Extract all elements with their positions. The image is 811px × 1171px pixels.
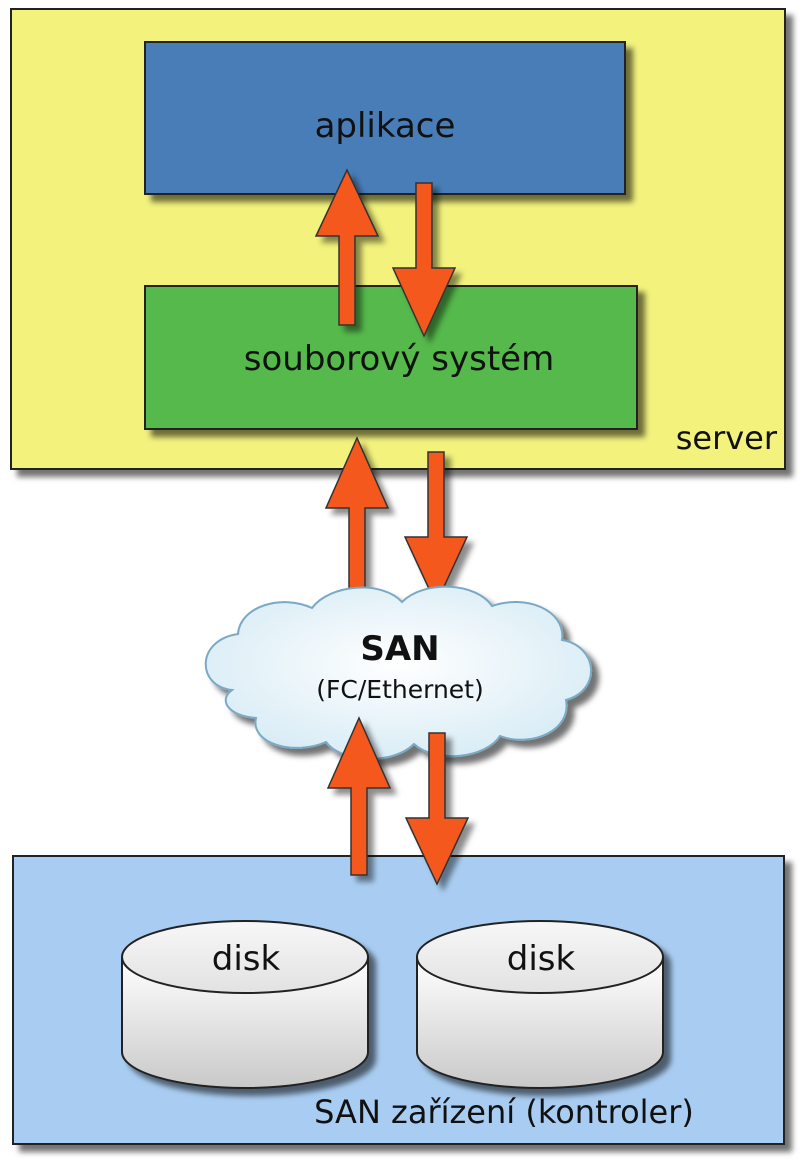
server-label: server [676, 419, 778, 457]
arrow-up-device-to-san [326, 716, 392, 876]
application-label: aplikace [315, 106, 456, 146]
arrow-down-app-to-filesystem [391, 182, 457, 338]
filesystem-label: souborový systém [244, 339, 554, 379]
disk-2-label: disk [507, 939, 576, 979]
san-title: SAN [360, 629, 439, 669]
application-box: aplikace [144, 41, 626, 195]
san-cloud [204, 585, 593, 760]
disk-1 [121, 920, 369, 1089]
arrow-up-filesystem-to-app [314, 168, 380, 326]
disk-2 [416, 920, 664, 1089]
arrow-down-san-to-device [404, 732, 470, 886]
san-subtitle: (FC/Ethernet) [316, 675, 483, 704]
arrow-up-san-to-server [324, 436, 390, 594]
arrow-down-server-to-san [403, 451, 469, 606]
filesystem-box: souborový systém [144, 285, 638, 430]
disk-1-label: disk [212, 939, 281, 979]
san-device-label: SAN zařízení (kontroler) [314, 1093, 694, 1131]
